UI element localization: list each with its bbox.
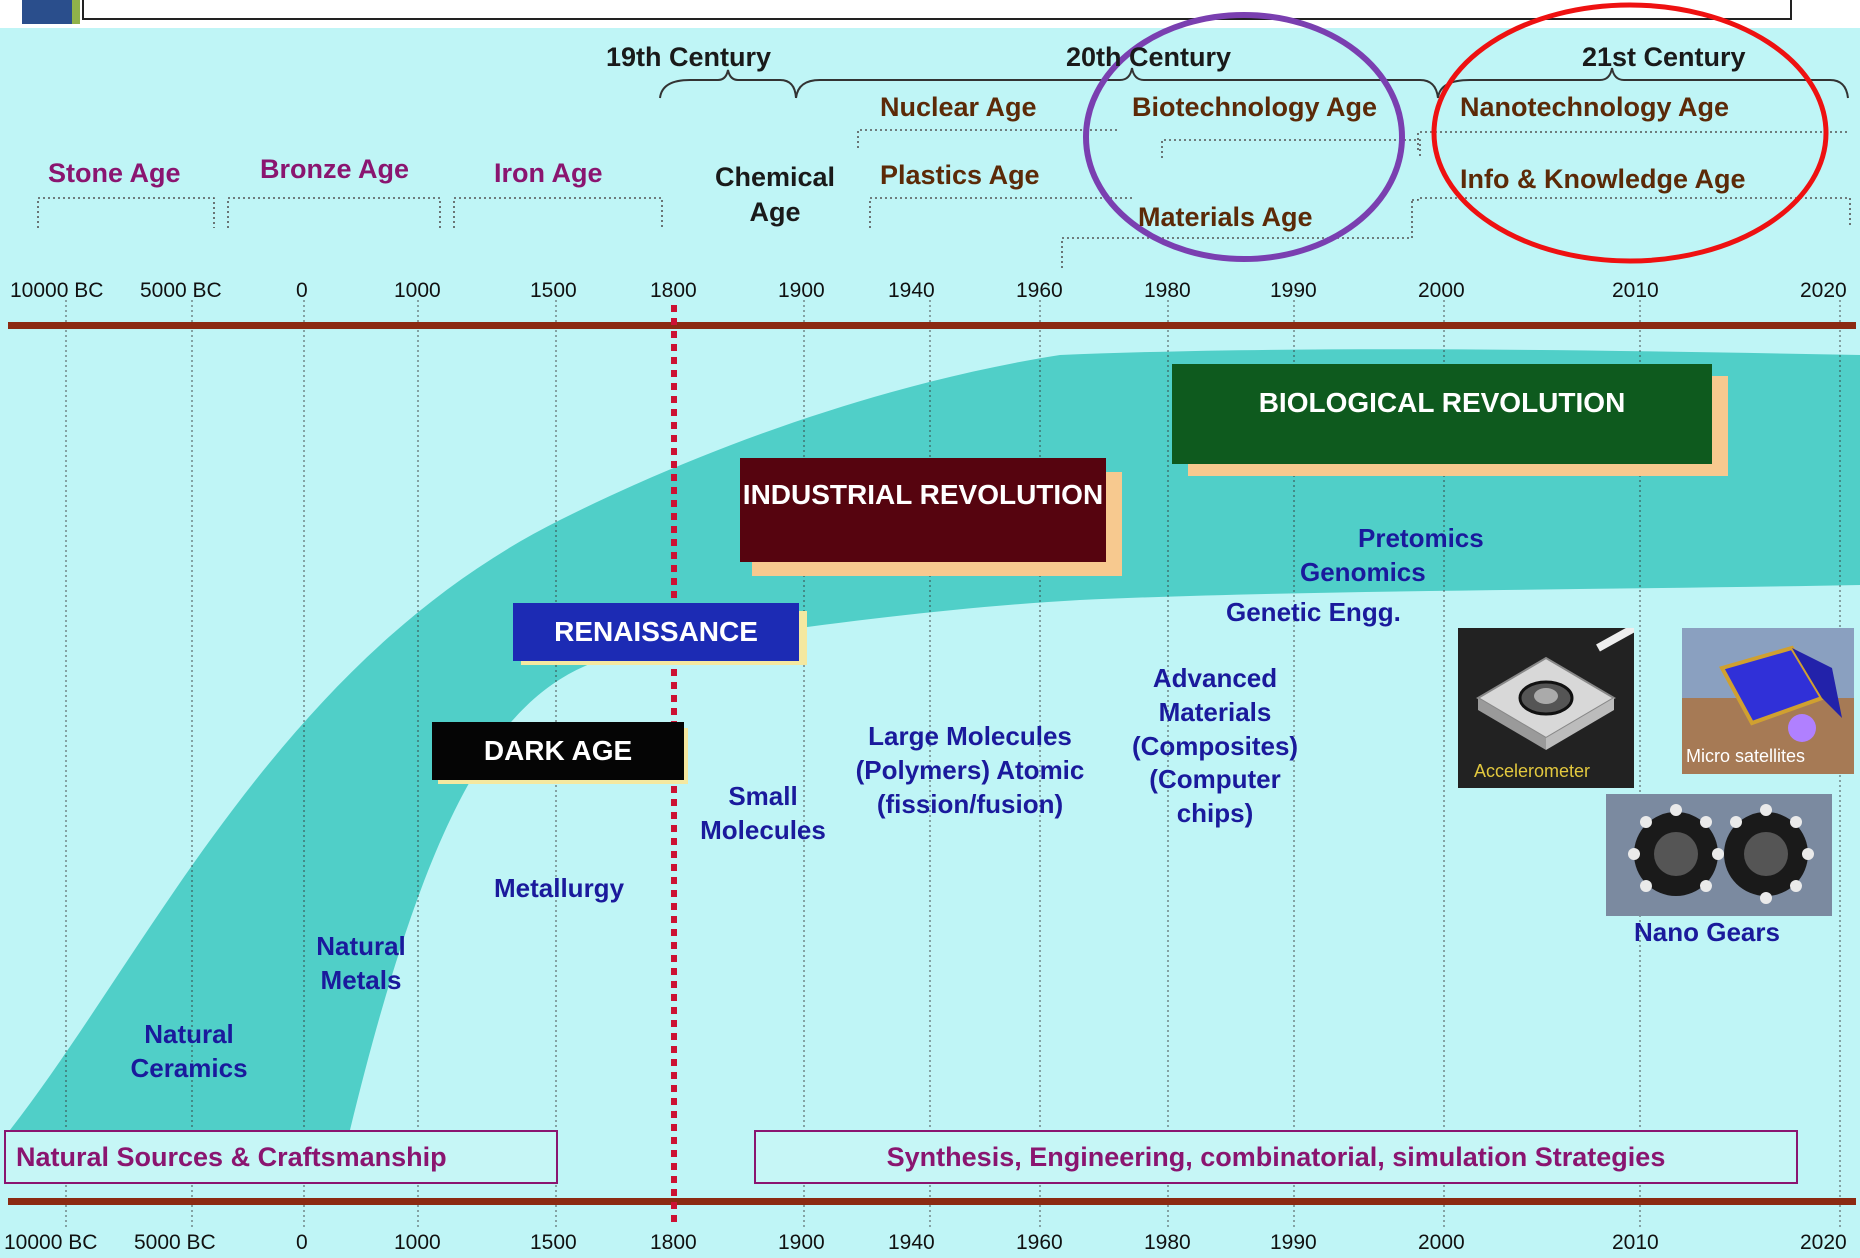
topic-small-molecules: Small Molecules xyxy=(700,781,826,845)
strategy-natural-sources: Natural Sources & Craftsmanship xyxy=(4,1130,558,1184)
century-20th: 20th Century xyxy=(1066,42,1232,72)
age-nanotechnology: Nanotechnology Age xyxy=(1460,92,1730,122)
age-chemical: Chemical Age xyxy=(714,162,836,228)
topic-proteomics: Pretomics xyxy=(1358,523,1484,553)
tick-top: 1500 xyxy=(530,279,577,302)
topic-natural-ceramics: Natural Ceramics xyxy=(130,1019,248,1083)
brace-19th-century xyxy=(659,69,797,99)
era-industrial-revolution: INDUSTRIAL REVOLUTION xyxy=(740,458,1106,562)
accelerometer-caption: Accelerometer xyxy=(1474,761,1591,781)
tick-bottom: 2020 xyxy=(1800,1231,1847,1254)
accelerometer-image: Accelerometer xyxy=(1458,628,1634,788)
age-nuclear: Nuclear Age xyxy=(880,92,1037,122)
tick-bottom: 1980 xyxy=(1144,1231,1191,1254)
strategy-synthesis: Synthesis, Engineering, combinatorial, s… xyxy=(754,1130,1798,1184)
tick-top: 1960 xyxy=(1016,279,1063,302)
tick-bottom: 1940 xyxy=(888,1231,935,1254)
era-dark-age: DARK AGE xyxy=(432,722,684,780)
era-renaissance: RENAISSANCE xyxy=(513,603,799,661)
tick-bottom: 1990 xyxy=(1270,1231,1317,1254)
bottom-timeline-rule xyxy=(8,1198,1856,1205)
topic-large-molecules: Large Molecules (Polymers) Atomic (fissi… xyxy=(855,721,1085,819)
tick-bottom: 1960 xyxy=(1016,1231,1063,1254)
era-biological-revolution: BIOLOGICAL REVOLUTION xyxy=(1172,364,1712,464)
century-21st: 21st Century xyxy=(1582,42,1746,72)
topic-metallurgy: Metallurgy xyxy=(494,873,625,903)
tick-top: 5000 BC xyxy=(140,279,222,302)
tick-top: 1800 xyxy=(650,279,697,302)
micro-satellites-image: Micro satellites xyxy=(1682,628,1854,774)
topic-advanced-materials: Advanced Materials (Composites) (Compute… xyxy=(1131,663,1299,829)
tick-bottom: 1000 xyxy=(394,1231,441,1254)
age-stone: Stone Age xyxy=(48,158,181,188)
tick-bottom: 10000 BC xyxy=(4,1231,98,1254)
tick-top: 2010 xyxy=(1612,279,1659,302)
tick-bottom: 1500 xyxy=(530,1231,577,1254)
century-19th: 19th Century xyxy=(606,42,772,72)
slide-corner-accent xyxy=(22,0,80,24)
top-timeline-rule xyxy=(8,322,1856,329)
age-biotechnology: Biotechnology Age xyxy=(1132,92,1378,122)
tick-top: 1900 xyxy=(778,279,825,302)
accelerometer-chip-icon xyxy=(1458,628,1634,788)
nano-gears-caption: Nano Gears xyxy=(1634,917,1780,947)
tick-top: 2020 xyxy=(1800,279,1847,302)
age-plastics: Plastics Age xyxy=(880,160,1040,190)
topic-natural-metals: Natural Metals xyxy=(316,931,406,995)
tick-bottom: 5000 BC xyxy=(134,1231,216,1254)
tick-top: 1980 xyxy=(1144,279,1191,302)
tick-top: 1000 xyxy=(394,279,441,302)
brace-21st-century xyxy=(1437,67,1849,99)
age-materials: Materials Age xyxy=(1138,202,1313,232)
slide-title-box xyxy=(82,0,1792,20)
micro-satellites-caption: Micro satellites xyxy=(1686,746,1806,766)
tick-bottom: 2010 xyxy=(1612,1231,1659,1254)
tick-top: 1990 xyxy=(1270,279,1317,302)
tick-bottom: 1800 xyxy=(650,1231,697,1254)
age-bronze: Bronze Age xyxy=(260,154,410,184)
age-info-knowledge: Info & Knowledge Age xyxy=(1460,164,1746,194)
topic-genomics: Genomics xyxy=(1300,557,1426,587)
age-iron: Iron Age xyxy=(494,158,603,188)
topic-genetic-engineering: Genetic Engg. xyxy=(1226,597,1401,627)
tick-bottom: 1900 xyxy=(778,1231,825,1254)
tick-top: 0 xyxy=(296,279,308,302)
age-brackets xyxy=(37,129,1851,268)
tick-top: 2000 xyxy=(1418,279,1465,302)
tick-bottom: 0 xyxy=(296,1231,308,1254)
biotech-highlight-ellipse xyxy=(1083,12,1405,262)
growth-band xyxy=(10,349,1860,1130)
satellite-icon xyxy=(1682,628,1854,774)
gear-icon xyxy=(1606,794,1832,916)
tick-top: 1940 xyxy=(888,279,935,302)
nanotech-highlight-ellipse xyxy=(1431,2,1829,264)
brace-20th-century xyxy=(795,67,1439,99)
tick-bottom: 2000 xyxy=(1418,1231,1465,1254)
nano-gears-image xyxy=(1606,794,1832,916)
tick-top: 10000 BC xyxy=(10,279,104,302)
